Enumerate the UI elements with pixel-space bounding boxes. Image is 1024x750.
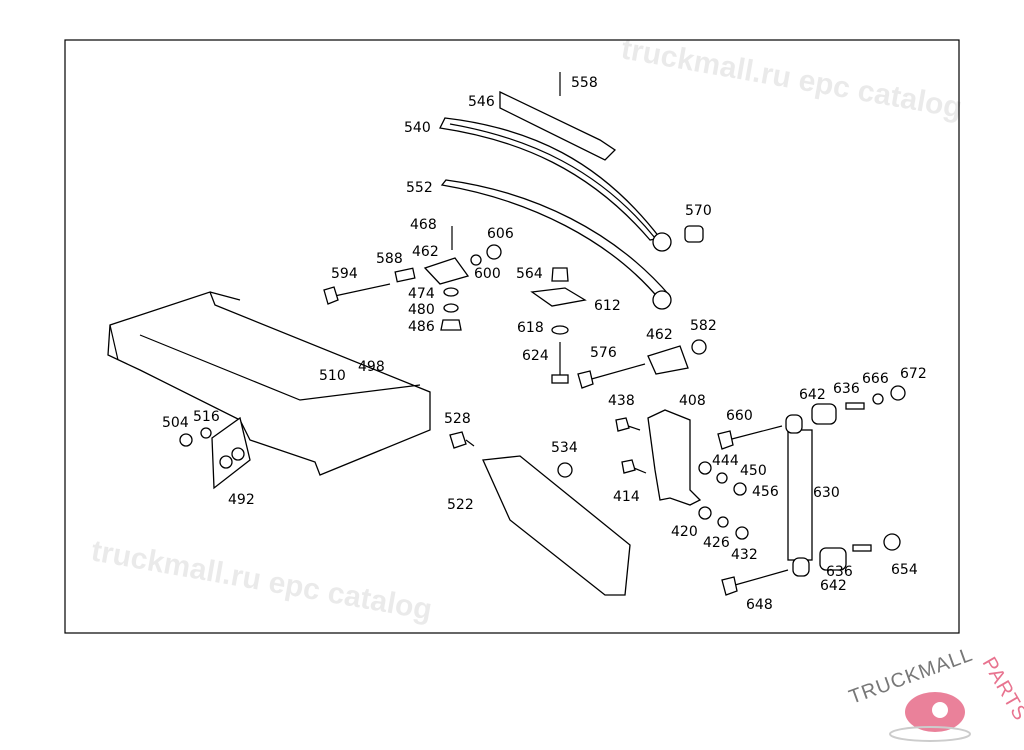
callout-594: 594	[331, 266, 358, 282]
callout-636: 636	[826, 564, 853, 580]
callout-462: 462	[412, 244, 439, 260]
callout-642: 642	[820, 578, 847, 594]
logo: TRUCKMALL PARTS	[846, 644, 1024, 742]
callout-630: 630	[813, 485, 840, 501]
bracket-408	[647, 409, 702, 506]
callout-492: 492	[228, 492, 255, 508]
callout-624: 624	[522, 348, 549, 364]
callout-546: 546	[468, 94, 495, 110]
callout-480: 480	[408, 302, 435, 318]
callout-636: 636	[833, 381, 860, 397]
callout-540: 540	[404, 120, 431, 136]
callout-474: 474	[408, 286, 435, 302]
shock-absorber-630	[787, 429, 813, 561]
callout-654: 654	[891, 562, 918, 578]
callout-486: 486	[408, 319, 435, 335]
watermark: truckmall.ru epc catalog	[619, 32, 965, 124]
callout-642: 642	[799, 387, 826, 403]
callout-558: 558	[571, 75, 598, 91]
callout-582: 582	[690, 318, 717, 334]
spring-clamp-546	[499, 90, 617, 161]
callout-516: 516	[193, 409, 220, 425]
frame-rail	[107, 291, 431, 476]
callout-462: 462	[646, 327, 673, 343]
leaf-spring-540	[439, 117, 662, 241]
watermark: truckmall.ru epc catalog	[89, 534, 435, 626]
parts-drawing	[107, 72, 906, 596]
callout-612: 612	[594, 298, 621, 314]
diagram-frame	[64, 39, 960, 634]
logo-text-accent: PARTS	[978, 654, 1024, 725]
callout-576: 576	[590, 345, 617, 361]
callout-408: 408	[679, 393, 706, 409]
bracket-522	[482, 455, 631, 596]
callout-672: 672	[900, 366, 927, 382]
callout-498: 498	[358, 359, 385, 375]
callout-534: 534	[551, 440, 578, 456]
bracket-492	[211, 416, 251, 490]
callout-606: 606	[487, 226, 514, 242]
callout-660: 660	[726, 408, 753, 424]
callout-414: 414	[613, 489, 640, 505]
callout-522: 522	[447, 497, 474, 513]
callout-588: 588	[376, 251, 403, 267]
callout-618: 618	[517, 320, 544, 336]
callout-labels: 558 546 540 552 570 468 606 462 588 594 600 564 612 4…	[162, 75, 927, 613]
callout-666: 666	[862, 371, 889, 387]
callout-468: 468	[410, 217, 437, 233]
callout-438: 438	[608, 393, 635, 409]
callout-552: 552	[406, 180, 433, 196]
callout-420: 420	[671, 524, 698, 540]
leaf-spring-552	[440, 179, 672, 301]
callout-444: 444	[712, 453, 739, 469]
callout-528: 528	[444, 411, 471, 427]
callout-564: 564	[516, 266, 543, 282]
callout-504: 504	[162, 415, 189, 431]
callout-510: 510	[319, 368, 346, 384]
callout-450: 450	[740, 463, 767, 479]
callout-432: 432	[731, 547, 758, 563]
callout-570: 570	[685, 203, 712, 219]
callout-648: 648	[746, 597, 773, 613]
callout-456: 456	[752, 484, 779, 500]
callout-426: 426	[703, 535, 730, 551]
callout-600: 600	[474, 266, 501, 282]
